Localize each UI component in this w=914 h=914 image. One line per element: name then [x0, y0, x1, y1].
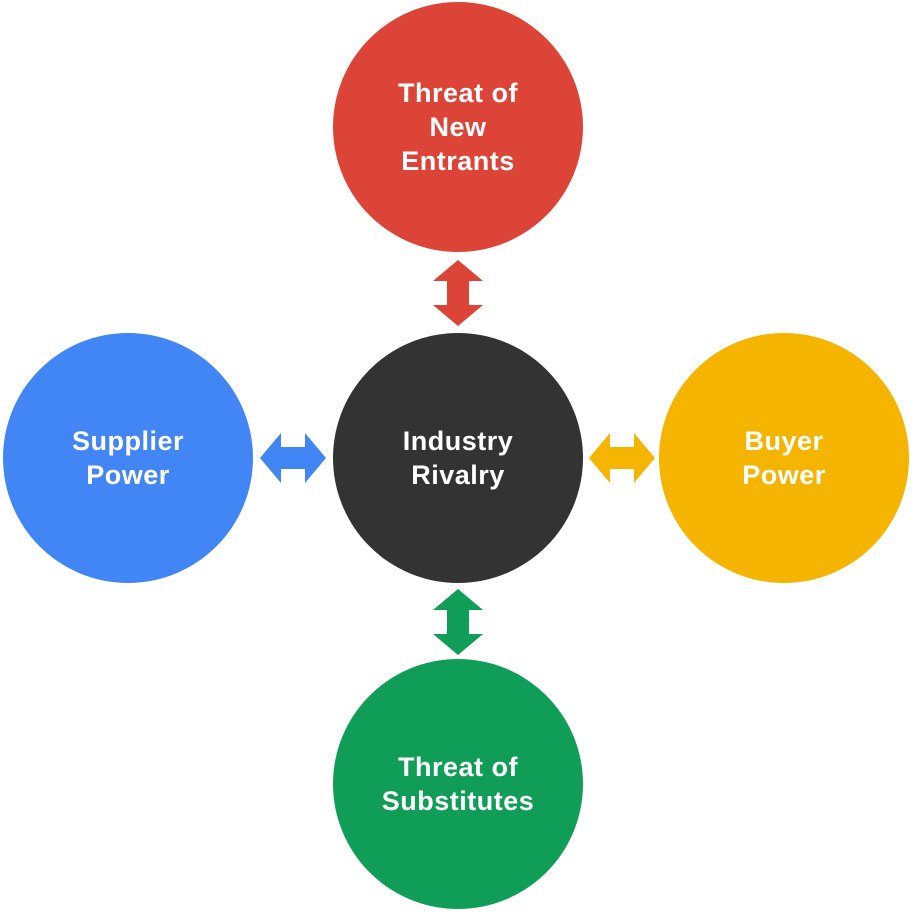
- circle-supplier-power: Supplier Power: [3, 333, 253, 583]
- bidirectional-arrow-left-right-icon: [589, 433, 655, 483]
- circle-threat-of-substitutes: Threat of Substitutes: [333, 659, 583, 909]
- arrow-shape: [589, 433, 655, 483]
- bidirectional-arrow-left-right-icon: [260, 433, 326, 483]
- arrow-shape: [433, 589, 483, 655]
- circle-buyer-power: Buyer Power: [659, 333, 909, 583]
- circle-threat-of-new-entrants: Threat of New Entrants: [333, 2, 583, 252]
- force-label: Buyer Power: [742, 425, 826, 490]
- force-label: Industry Rivalry: [402, 425, 514, 490]
- bidirectional-arrow-up-down-icon: [433, 260, 483, 326]
- force-label: Supplier Power: [71, 425, 184, 490]
- force-label: Threat of Substitutes: [381, 751, 535, 816]
- circle-industry-rivalry: Industry Rivalry: [333, 333, 583, 583]
- bidirectional-arrow-up-down-icon: [433, 589, 483, 655]
- force-label: Threat of New Entrants: [397, 77, 518, 176]
- arrow-shape: [433, 260, 483, 326]
- arrow-shape: [260, 433, 326, 483]
